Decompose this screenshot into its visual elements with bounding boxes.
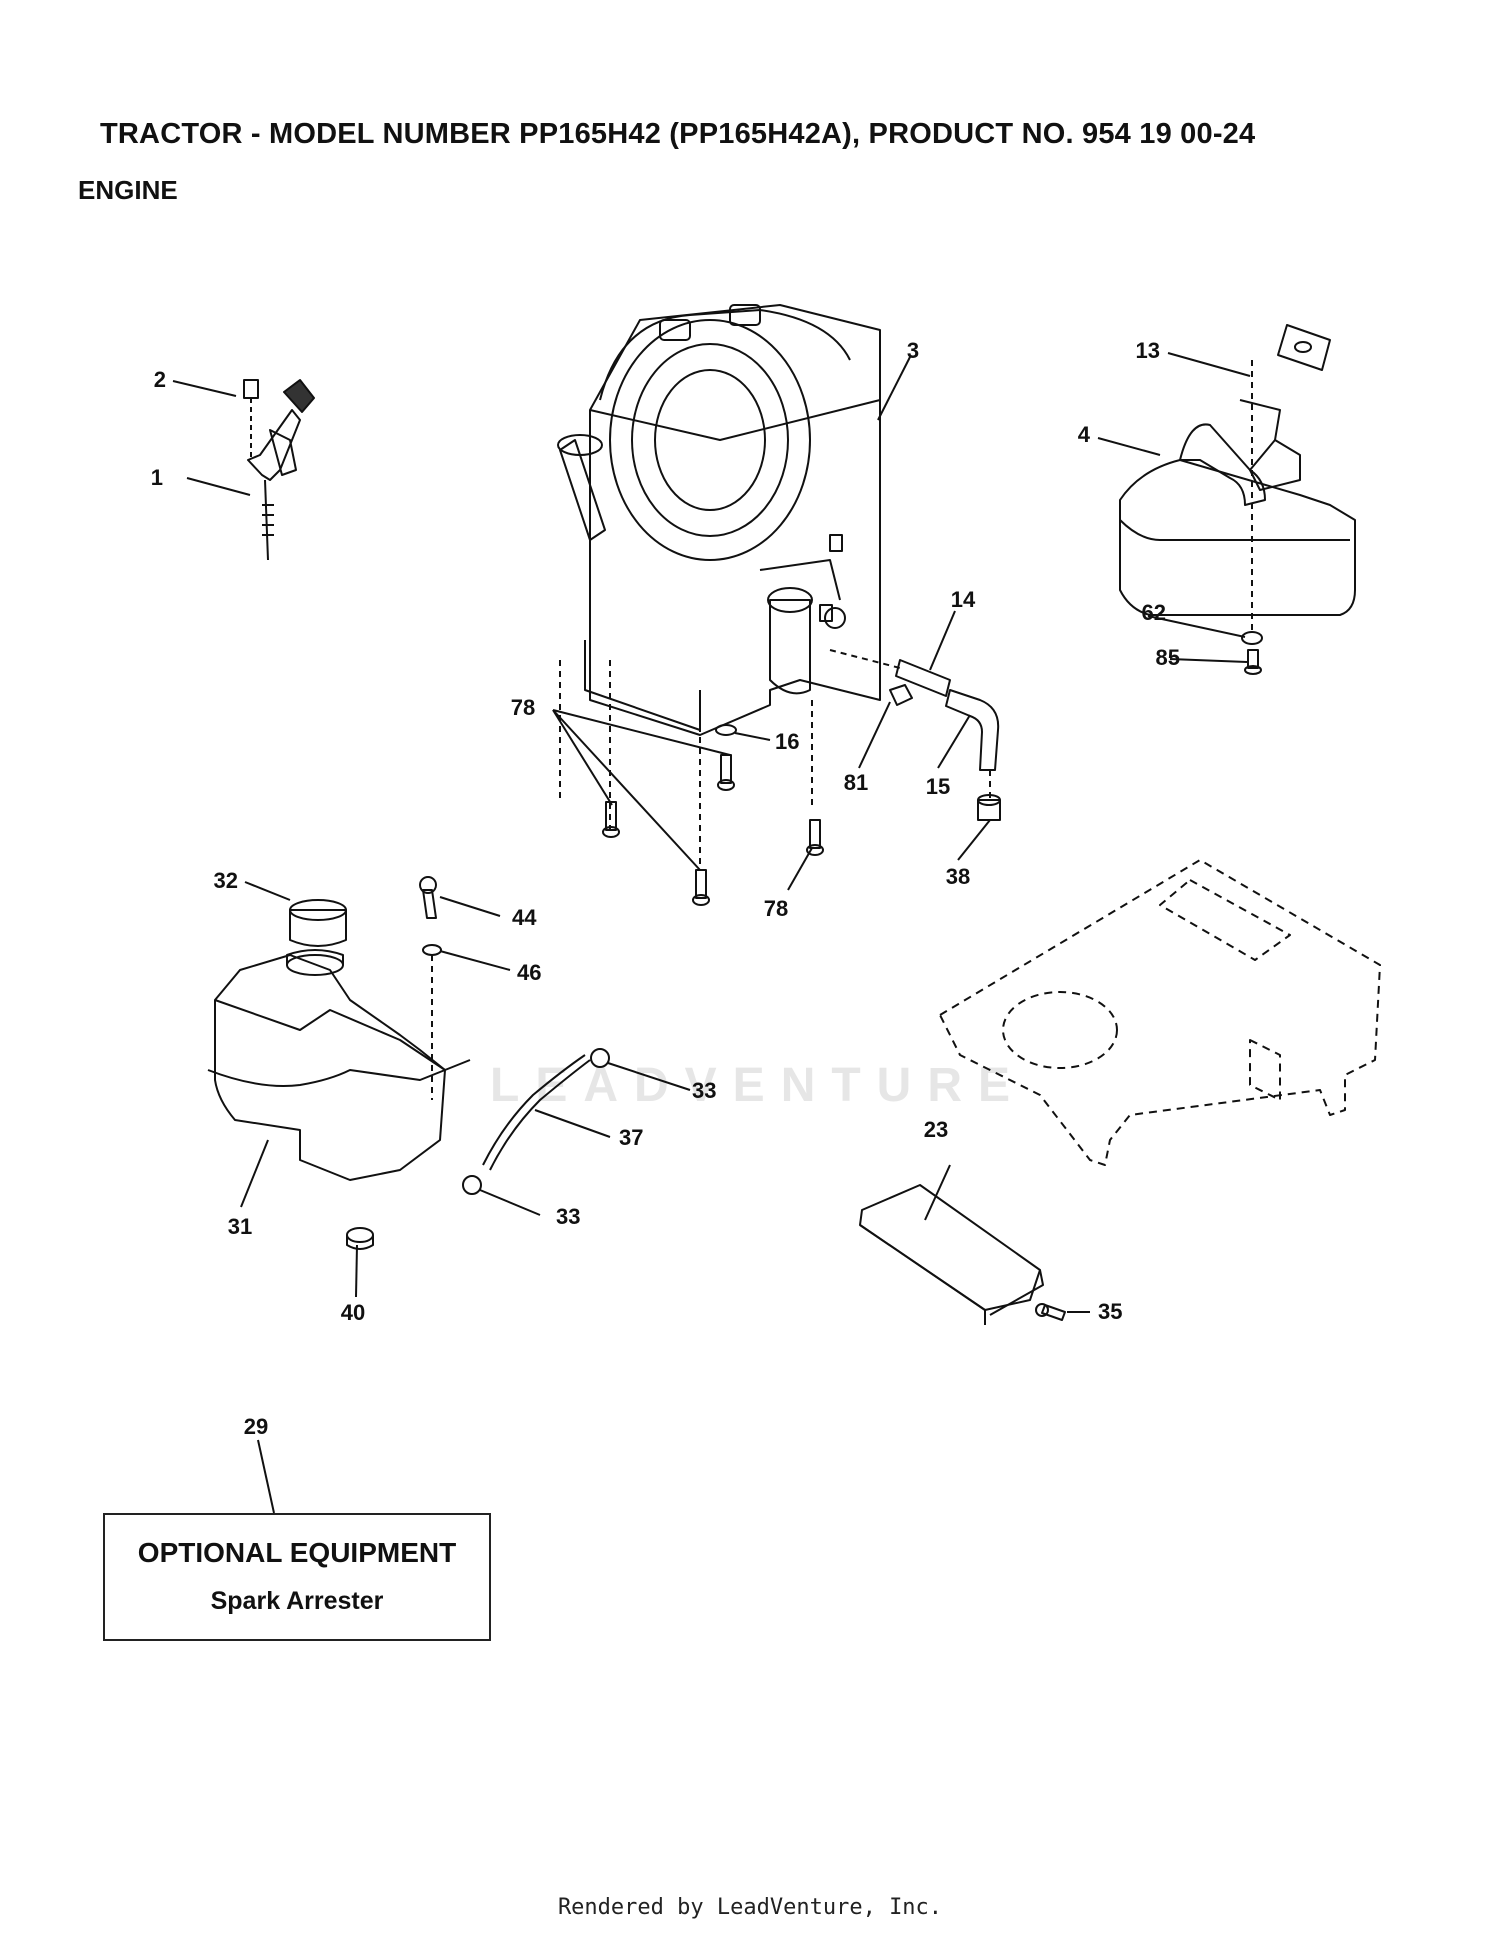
callout-31: 31 — [228, 1214, 252, 1239]
page-title: TRACTOR - MODEL NUMBER PP165H42 (PP165H4… — [100, 118, 1256, 150]
callout-3: 3 — [907, 338, 919, 363]
muffler-part — [1119, 324, 1356, 675]
callout-15: 15 — [926, 774, 950, 799]
callout-29: 29 — [244, 1414, 268, 1439]
callout-44: 44 — [512, 905, 537, 930]
optional-equipment-title: OPTIONAL EQUIPMENT — [137, 1537, 457, 1568]
fuel-line-part — [462, 1048, 610, 1195]
callout-4: 4 — [1078, 422, 1091, 447]
callout-81: 81 — [844, 770, 868, 795]
footer-credit: Rendered by LeadVenture, Inc. — [557, 1895, 943, 1920]
heat-shield-part — [859, 1184, 1066, 1325]
watermark: LEADVENTURE — [490, 1059, 1027, 1112]
callout-62: 62 — [1142, 600, 1166, 625]
engine-part — [557, 304, 881, 870]
callout-33-upper: 33 — [692, 1078, 716, 1103]
callout-46: 46 — [517, 960, 541, 985]
section-title: ENGINE — [78, 175, 178, 205]
engine-bolts-part — [602, 684, 913, 906]
callout-16: 16 — [775, 729, 799, 754]
callout-33-lower: 33 — [556, 1204, 580, 1229]
throttle-control-part — [243, 379, 315, 561]
callout-32: 32 — [214, 868, 238, 893]
oil-drain-part — [829, 649, 1001, 821]
fuel-tank-part — [207, 876, 471, 1250]
callout-23: 23 — [924, 1117, 948, 1142]
optional-equipment-box: OPTIONAL EQUIPMENT Spark Arrester — [103, 1513, 491, 1641]
callout-2: 2 — [154, 367, 166, 392]
frame-plate-part — [939, 859, 1381, 1166]
callout-13: 13 — [1136, 338, 1160, 363]
callout-85: 85 — [1156, 645, 1180, 670]
callout-14: 14 — [951, 587, 976, 612]
optional-equipment-item: Spark Arrester — [210, 1587, 384, 1615]
callout-78-left: 78 — [511, 695, 535, 720]
callout-35: 35 — [1098, 1299, 1122, 1324]
callout-78-right: 78 — [764, 896, 788, 921]
callout-37: 37 — [619, 1125, 643, 1150]
callout-1: 1 — [151, 465, 163, 490]
callout-38: 38 — [946, 864, 970, 889]
callout-40: 40 — [341, 1300, 365, 1325]
